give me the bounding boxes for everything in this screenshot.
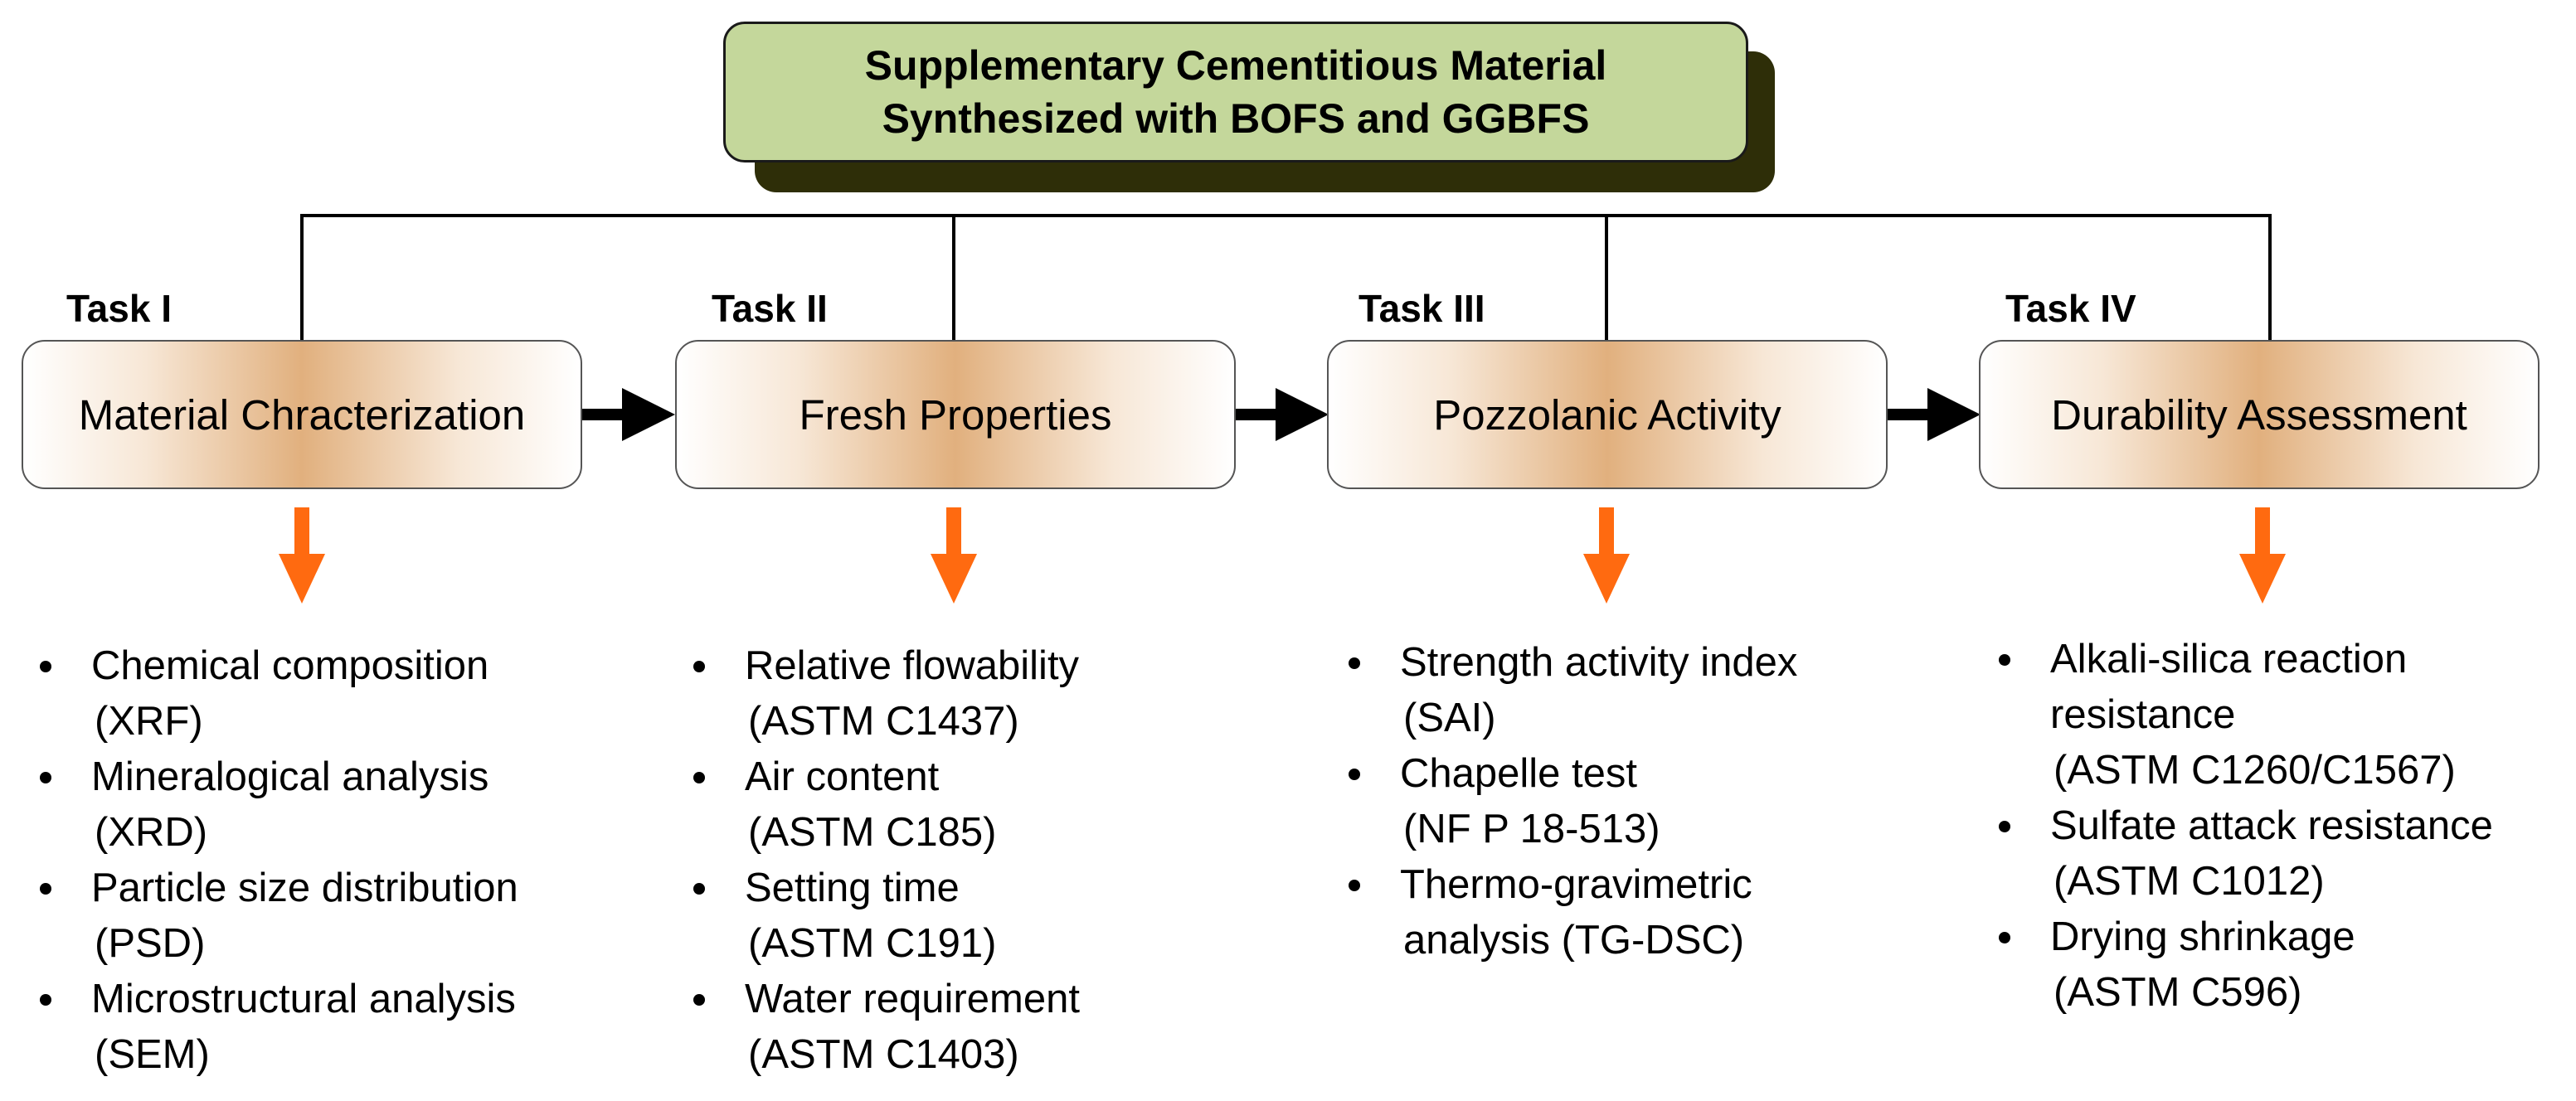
item-subtext: (XRF) xyxy=(95,699,203,744)
list-item: Chapelle test (NF P 18-513) xyxy=(1344,746,1797,857)
item-text: Thermo-gravimetric xyxy=(1400,862,1752,907)
bullet-icon xyxy=(40,661,51,672)
item-subtext: (ASTM C596) xyxy=(2054,970,2302,1015)
list-item: Microstructural analysis (SEM) xyxy=(35,972,518,1083)
item-text: Strength activity index xyxy=(1400,640,1798,685)
list-item: Particle size distribution (PSD) xyxy=(35,861,518,972)
bullet-icon xyxy=(1999,654,2010,666)
bullet-icon xyxy=(693,883,705,895)
item-subtext: (SEM) xyxy=(95,1032,210,1077)
item-subtext: (ASTM C1260/C1567) xyxy=(2054,748,2456,793)
down-arrow-task4 xyxy=(2239,507,2286,604)
item-subtext: (ASTM C185) xyxy=(748,810,997,855)
task4-bullet-list: Alkali-silica reaction resistance (ASTM … xyxy=(1994,632,2493,1021)
list-item: Setting time (ASTM C191) xyxy=(688,861,1080,972)
task-name: Pozzolanic Activity xyxy=(1433,390,1781,439)
down-arrow-task2 xyxy=(931,507,977,604)
list-item: Relative flowability (ASTM C1437) xyxy=(688,638,1080,749)
task-box-pozzolanic-activity: Pozzolanic Activity xyxy=(1327,340,1888,489)
task-label-3: Task III xyxy=(1358,287,1485,330)
item-text: Relative flowability xyxy=(745,643,1080,688)
item-text: Sulfate attack resistance xyxy=(2050,803,2493,848)
task-box-durability-assessment: Durability Assessment xyxy=(1979,340,2540,489)
item-text: Particle size distribution xyxy=(91,866,518,910)
list-item: Thermo-gravimetric analysis (TG-DSC) xyxy=(1344,857,1797,968)
item-text: Chemical composition xyxy=(91,643,489,688)
item-text: Water requirement xyxy=(745,977,1080,1021)
item-text: Chapelle test xyxy=(1400,751,1638,796)
task2-bullet-list: Relative flowability (ASTM C1437) Air co… xyxy=(688,638,1080,1083)
task-name: Durability Assessment xyxy=(2051,390,2467,439)
item-subtext: (SAI) xyxy=(1403,696,1496,740)
item-text: Mineralogical analysis xyxy=(91,754,489,799)
right-arrow-2-3 xyxy=(1234,388,1329,441)
task1-bullet-list: Chemical composition (XRF) Mineralogical… xyxy=(35,638,518,1083)
item-subtext: (ASTM C1403) xyxy=(748,1032,1019,1077)
title-line-1: Supplementary Cementitious Material xyxy=(864,42,1607,89)
item-subtext: (ASTM C191) xyxy=(748,921,997,966)
bullet-icon xyxy=(1349,769,1360,780)
bullet-icon xyxy=(40,883,51,895)
item-text: Air content xyxy=(745,754,940,799)
task-label-1: Task I xyxy=(66,287,172,330)
item-text-cont: resistance xyxy=(2050,692,2236,737)
item-subtext: (PSD) xyxy=(95,921,206,966)
list-item: Strength activity index (SAI) xyxy=(1344,635,1797,746)
down-arrow-task1 xyxy=(279,507,325,604)
title-line-2: Synthesized with BOFS and GGBFS xyxy=(882,95,1590,142)
item-subtext: analysis (TG-DSC) xyxy=(1403,918,1745,963)
list-item: Sulfate attack resistance (ASTM C1012) xyxy=(1994,798,2493,909)
item-text: Microstructural analysis xyxy=(91,977,516,1021)
list-item: Alkali-silica reaction resistance (ASTM … xyxy=(1994,632,2493,798)
list-item: Chemical composition (XRF) xyxy=(35,638,518,749)
bullet-icon xyxy=(1349,657,1360,669)
bullet-icon xyxy=(1349,880,1360,891)
task-label-2: Task II xyxy=(712,287,828,330)
bullet-icon xyxy=(693,661,705,672)
item-subtext: (NF P 18-513) xyxy=(1403,807,1660,851)
task-box-fresh-properties: Fresh Properties xyxy=(675,340,1236,489)
task-box-material-characterization: Material Chracterization xyxy=(22,340,582,489)
right-arrow-3-4 xyxy=(1886,388,1981,441)
bullet-icon xyxy=(1999,932,2010,943)
list-item: Air content (ASTM C185) xyxy=(688,749,1080,861)
item-text: Alkali-silica reaction xyxy=(2050,637,2408,681)
task3-bullet-list: Strength activity index (SAI) Chapelle t… xyxy=(1344,635,1797,968)
item-subtext: (ASTM C1437) xyxy=(748,699,1019,744)
bullet-icon xyxy=(1999,821,2010,832)
item-text: Drying shrinkage xyxy=(2050,914,2355,959)
item-subtext: (XRD) xyxy=(95,810,208,855)
task-name: Material Chracterization xyxy=(78,390,526,439)
bullet-icon xyxy=(40,772,51,783)
bullet-icon xyxy=(693,994,705,1006)
list-item: Drying shrinkage (ASTM C596) xyxy=(1994,909,2493,1021)
item-subtext: (ASTM C1012) xyxy=(2054,859,2325,904)
task-label-4: Task IV xyxy=(2005,287,2136,330)
list-item: Water requirement (ASTM C1403) xyxy=(688,972,1080,1083)
title-box: Supplementary Cementitious Material Synt… xyxy=(723,22,1748,162)
right-arrow-1-2 xyxy=(581,388,675,441)
bullet-icon xyxy=(40,994,51,1006)
task-name: Fresh Properties xyxy=(799,390,1112,439)
list-item: Mineralogical analysis (XRD) xyxy=(35,749,518,861)
item-text: Setting time xyxy=(745,866,960,910)
bullet-icon xyxy=(693,772,705,783)
down-arrow-task3 xyxy=(1583,507,1630,604)
